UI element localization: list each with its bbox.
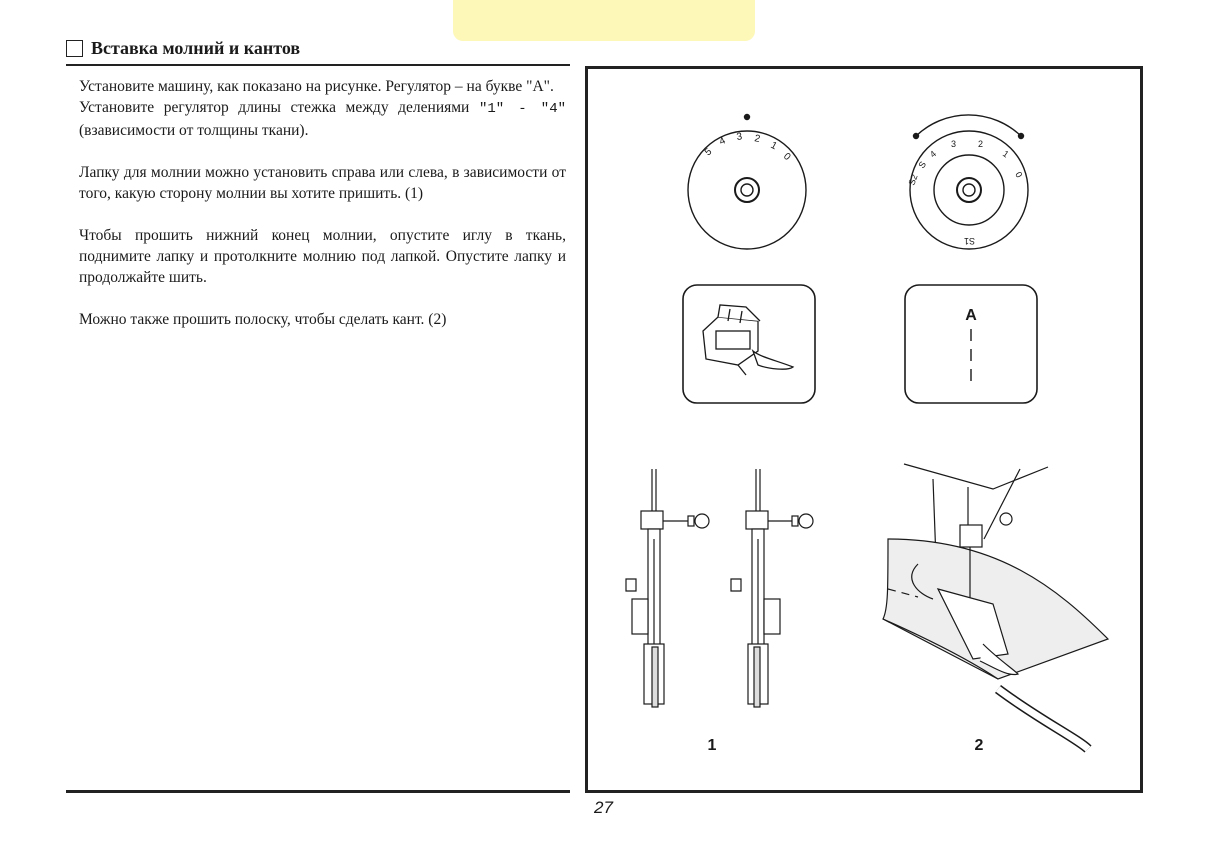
- zipper-sewing-illustration: [625, 469, 814, 708]
- caption-2: 2: [975, 737, 984, 754]
- dial-mark-5: 5: [703, 146, 715, 158]
- paragraph-cording: Можно также прошить полоску, чтобы сдела…: [79, 311, 447, 328]
- cording-illustration: [882, 463, 1110, 753]
- caption-1: 1: [708, 737, 717, 754]
- dial-mark-s1: S1: [964, 236, 975, 246]
- pattern-dial: [687, 113, 807, 250]
- top-rule: [66, 64, 570, 66]
- dial-mark-1r: 1: [1001, 148, 1011, 159]
- paragraph-setup-1: Установите машину, как показано на рисун…: [79, 78, 554, 95]
- dial-mark-4: 4: [718, 135, 728, 148]
- zipper-foot-panel: [682, 284, 816, 404]
- dial-mark-2: 2: [753, 133, 761, 145]
- stitch-length-note: (взависимости от толщины ткани).: [79, 122, 309, 139]
- dial-mark-0r: 0: [1013, 170, 1024, 179]
- dial-mark-s: S: [916, 159, 928, 170]
- dial-mark-0: 0: [781, 151, 793, 163]
- pattern-letter: A: [965, 307, 977, 324]
- zipper-foot-icon: [702, 304, 795, 376]
- dial-mark-s2: S2: [906, 173, 919, 187]
- stitch-length-range: "1" - "4": [478, 101, 566, 117]
- dial-mark-3: 3: [736, 131, 743, 143]
- zipper-left-side: [625, 469, 710, 708]
- section-title: Вставка молний и кантов: [91, 38, 301, 58]
- dial-mark-4r: 4: [928, 149, 938, 160]
- page-number: 27: [594, 798, 613, 817]
- bottom-rule: [66, 790, 570, 793]
- checkbox-square-icon: [66, 40, 83, 57]
- dial-mark-2r: 2: [978, 139, 983, 149]
- dial-mark-1: 1: [769, 140, 779, 153]
- chapter-tab: [453, 0, 755, 41]
- paragraph-zipper-foot: Лапку для молнии можно установить справа…: [79, 164, 566, 202]
- illustration-frame: 5 4 3 2 1 0 S2 S 4 3 2 1 0 S1: [585, 66, 1143, 793]
- pattern-a-panel: A: [904, 284, 1038, 404]
- paragraph-setup-2: Установите регулятор длины стежка между …: [79, 97, 566, 141]
- dial-mark-3r: 3: [951, 139, 956, 149]
- section-heading: Вставка молний и кантов: [66, 38, 300, 59]
- instructions-column: Установите машину, как показано на рисун…: [79, 76, 566, 351]
- paragraph-zipper-end: Чтобы прошить нижний конец молнии, опуст…: [79, 227, 566, 286]
- stitch-dial-marks: S2 S 4 3 2 1 0 S1: [906, 139, 1024, 246]
- illustration-svg: 5 4 3 2 1 0 S2 S 4 3 2 1 0 S1: [625, 113, 1110, 754]
- zipper-right-side: [730, 469, 814, 708]
- pattern-dial-marks: 5 4 3 2 1 0: [703, 131, 793, 163]
- stitch-length-dial: [909, 114, 1029, 250]
- stitch-length-text: Установите регулятор длины стежка между …: [79, 99, 470, 116]
